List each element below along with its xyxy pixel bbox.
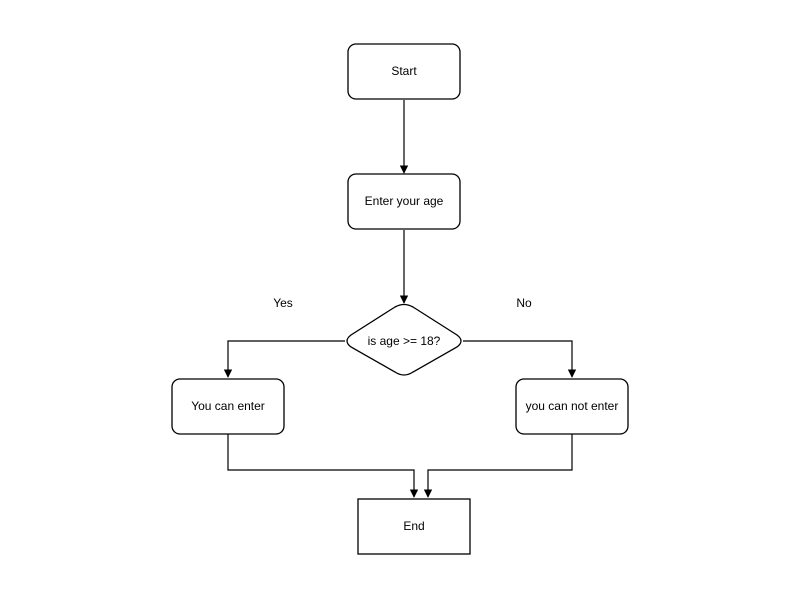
end-node: End: [357, 498, 471, 555]
no-branch-label: No: [516, 296, 532, 310]
arrow-yes-to-end: [227, 434, 419, 498]
arrow-decision-to-yes: [223, 340, 345, 378]
yes-result-node: You can enter: [171, 378, 285, 435]
no-result-node: you can not enter: [515, 378, 629, 435]
yes-result-label: You can enter: [191, 399, 265, 413]
start-label: Start: [391, 64, 417, 78]
start-node: Start: [347, 43, 461, 100]
end-label: End: [403, 519, 424, 533]
arrow-decision-to-no: [463, 340, 577, 378]
decision-label: is age >= 18?: [368, 334, 441, 348]
input-age-node: Enter your age: [347, 173, 461, 230]
arrow-no-to-end: [423, 434, 573, 498]
no-result-label: you can not enter: [526, 399, 619, 413]
decision-node: is age >= 18?: [346, 303, 462, 376]
yes-branch-label: Yes: [273, 296, 293, 310]
input-age-label: Enter your age: [365, 194, 444, 208]
